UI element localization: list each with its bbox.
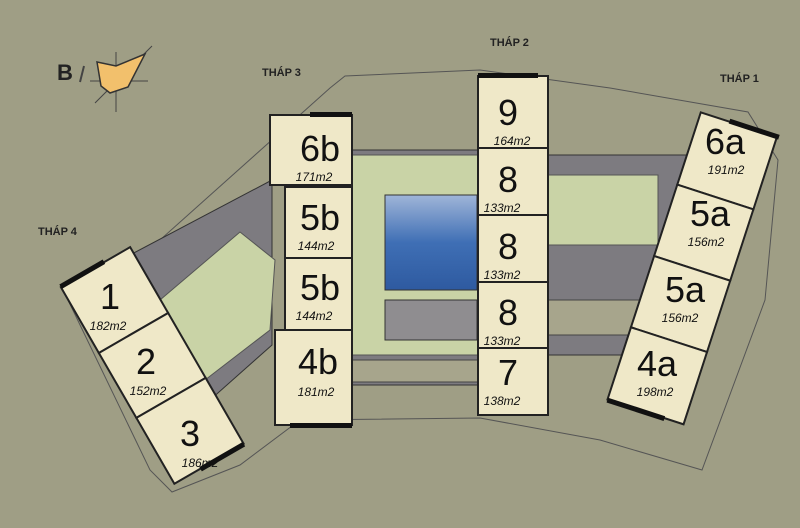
tower-2-label: THÁP 2 bbox=[490, 36, 529, 49]
unit-number: 8 bbox=[498, 159, 518, 200]
unit-number: 2 bbox=[136, 341, 156, 382]
swimming-pool bbox=[384, 194, 478, 291]
unit-area: 133m2 bbox=[484, 334, 521, 348]
unit-area: 191m2 bbox=[708, 163, 745, 177]
unit-t2-8a[interactable] bbox=[477, 147, 549, 216]
unit-area: 133m2 bbox=[484, 201, 521, 215]
tower-4-label: THÁP 4 bbox=[38, 225, 78, 238]
unit-area: 171m2 bbox=[296, 170, 333, 184]
unit-area: 138m2 bbox=[484, 394, 521, 408]
unit-number: 6b bbox=[300, 128, 340, 169]
unit-area: 152m2 bbox=[130, 384, 167, 398]
svg-text:B: B bbox=[57, 60, 73, 85]
unit-area: 198m2 bbox=[637, 385, 674, 399]
unit-area: 186m2 bbox=[182, 456, 219, 470]
tower-1-label: THÁP 1 bbox=[720, 72, 759, 85]
unit-area: 144m2 bbox=[298, 239, 335, 253]
unit-area: 182m2 bbox=[90, 319, 127, 333]
compass-icon: B bbox=[57, 45, 153, 112]
unit-area: 164m2 bbox=[494, 134, 531, 148]
unit-number: 5b bbox=[300, 267, 340, 308]
unit-number: 5b bbox=[300, 197, 340, 238]
tower-3 bbox=[269, 112, 353, 428]
unit-number: 3 bbox=[180, 413, 200, 454]
unit-number: 8 bbox=[498, 226, 518, 267]
unit-t3-4b[interactable] bbox=[274, 329, 353, 426]
unit-area: 156m2 bbox=[662, 311, 699, 325]
unit-number: 1 bbox=[100, 276, 120, 317]
unit-number: 4a bbox=[637, 343, 678, 384]
unit-area: 144m2 bbox=[296, 309, 333, 323]
unit-area: 156m2 bbox=[688, 235, 725, 249]
unit-t2-7[interactable] bbox=[477, 347, 549, 416]
unit-t2-8c[interactable] bbox=[477, 281, 549, 349]
unit-number: 8 bbox=[498, 292, 518, 333]
tower-1 bbox=[606, 111, 780, 426]
pool-deck bbox=[384, 299, 478, 341]
tower-3-label: THÁP 3 bbox=[262, 66, 301, 79]
unit-t3-5b-1[interactable] bbox=[284, 186, 353, 259]
unit-number: 5a bbox=[665, 269, 706, 310]
unit-t2-9[interactable] bbox=[477, 75, 549, 149]
unit-t3-5b-2[interactable] bbox=[284, 257, 353, 331]
unit-number: 7 bbox=[498, 352, 518, 393]
unit-area: 181m2 bbox=[298, 385, 335, 399]
unit-number: 5a bbox=[690, 193, 731, 234]
unit-number: 6a bbox=[705, 121, 746, 162]
site-boundary bbox=[67, 69, 779, 493]
unit-t3-6b[interactable] bbox=[269, 114, 353, 186]
unit-number: 4b bbox=[298, 341, 338, 382]
tower-2 bbox=[477, 73, 549, 416]
unit-number: 9 bbox=[498, 92, 518, 133]
unit-area: 133m2 bbox=[484, 268, 521, 282]
unit-labels: 9 164m2 8 133m2 8 133m2 8 133m2 7 138m2 … bbox=[90, 92, 746, 470]
tower-4 bbox=[59, 245, 246, 486]
